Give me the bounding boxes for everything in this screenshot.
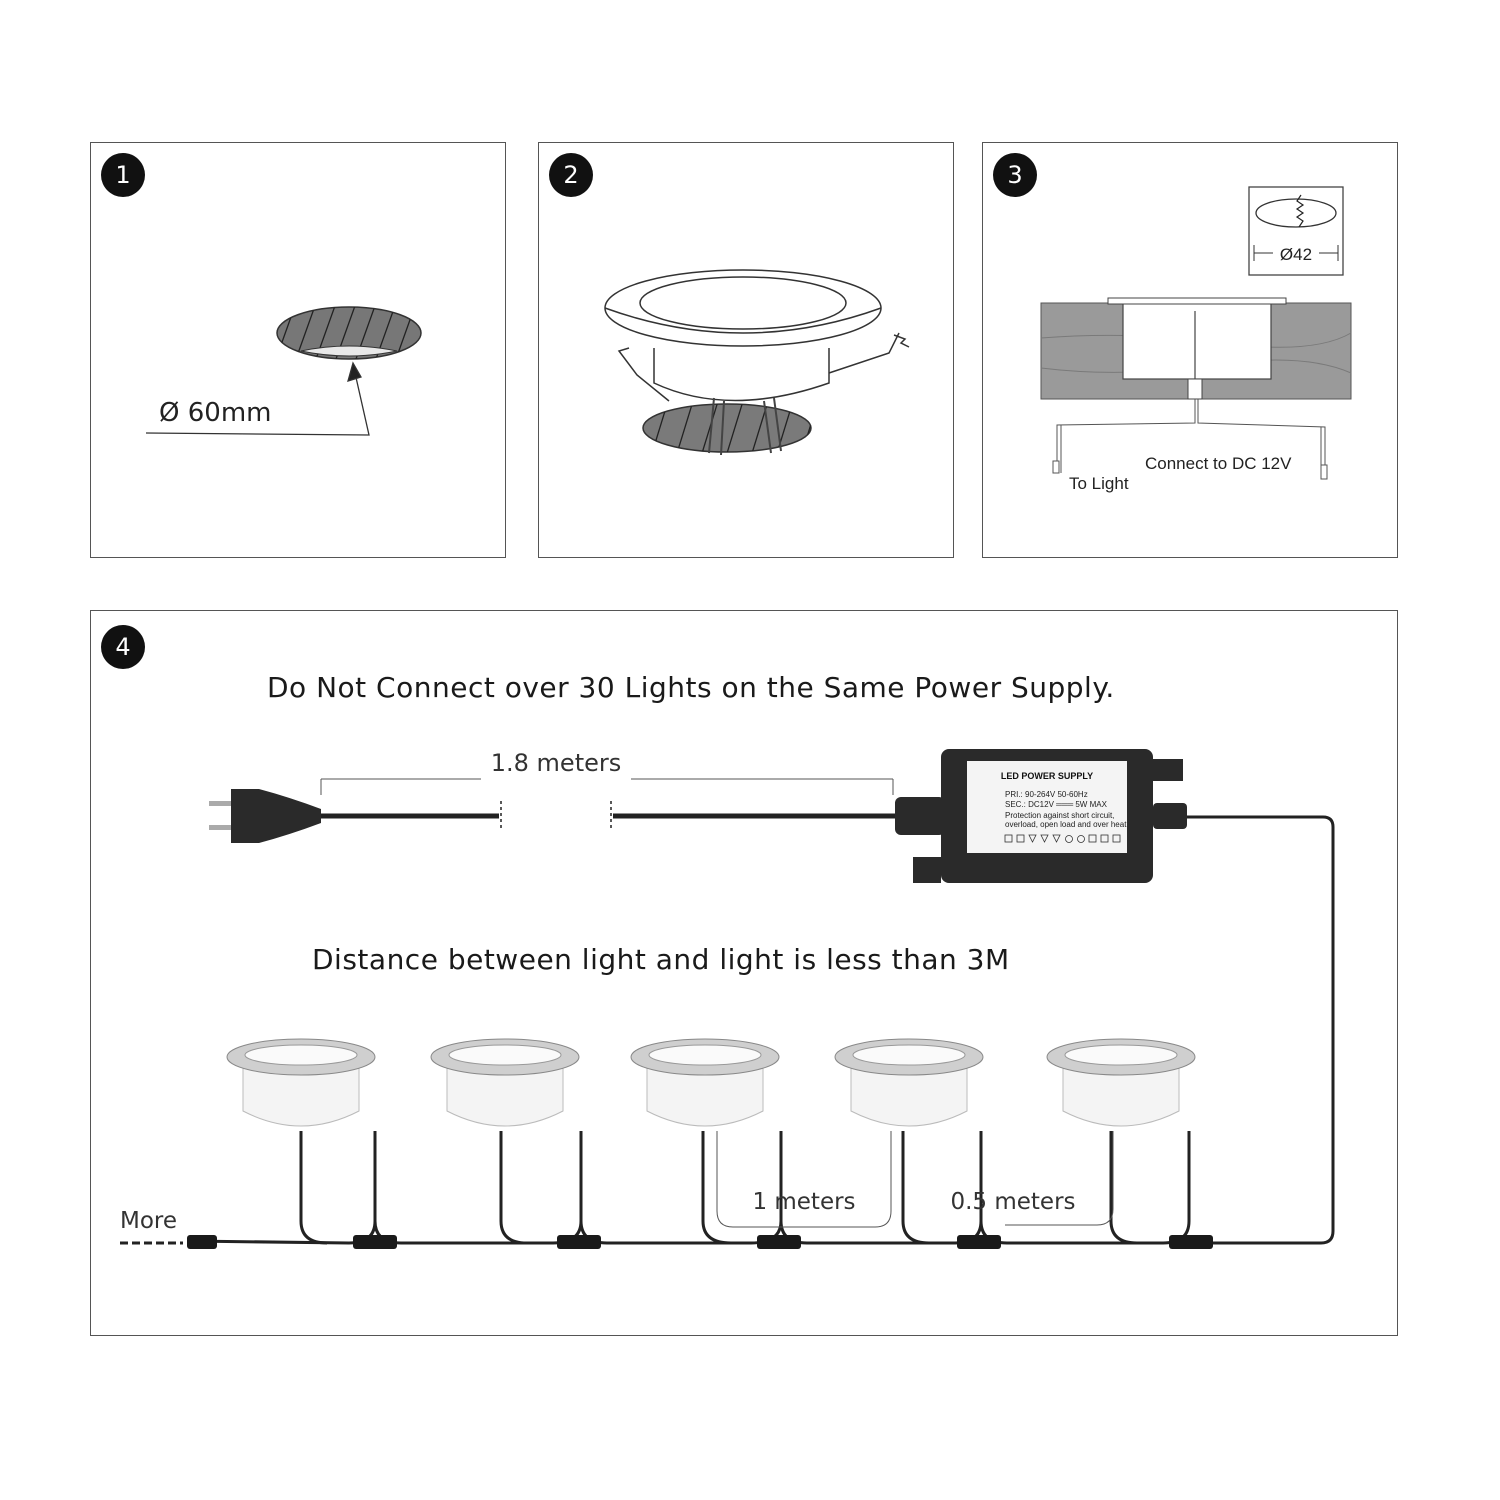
to-light-label: To Light bbox=[1069, 474, 1129, 493]
max-lights-heading: Do Not Connect over 30 Lights on the Sam… bbox=[267, 671, 1115, 704]
led-fixture-3 bbox=[630, 1038, 780, 1127]
psu-primary-spec: PRI.: 90-264V 50-60Hz bbox=[1005, 790, 1088, 799]
led-fixture-5 bbox=[1046, 1038, 1196, 1127]
diameter-label: Ø 60mm bbox=[159, 398, 271, 428]
led-fixture-2 bbox=[430, 1038, 580, 1127]
mounting-hole bbox=[642, 403, 812, 453]
step-2-panel: 2 bbox=[538, 142, 954, 558]
step-1-panel: 1 Ø 60mm bbox=[90, 142, 506, 558]
spacing-bracket-0-5m bbox=[1005, 1131, 1114, 1226]
wiring-lines bbox=[1052, 399, 1328, 480]
step-4-badge: 4 bbox=[101, 625, 145, 669]
step-4-panel: 4 Do Not Connect over 30 Lights on the S… bbox=[90, 610, 1398, 1336]
psu-protection-line-1: Protection against short circuit, bbox=[1005, 811, 1114, 820]
led-power-supply: LED POWER SUPPLY PRI.: 90-264V 50-60Hz S… bbox=[895, 749, 1187, 883]
recessed-light-fixture bbox=[604, 269, 910, 456]
more-label: More bbox=[120, 1208, 177, 1234]
spacing-0-5m-label: 0.5 meters bbox=[950, 1189, 1075, 1215]
cable-connectors bbox=[187, 1235, 1213, 1249]
distance-note: Distance between light and light is less… bbox=[312, 943, 1010, 976]
step-1-badge: 1 bbox=[101, 153, 145, 197]
psu-protection-line-2: overload, open load and over heat bbox=[1005, 820, 1127, 829]
drill-hole-60mm bbox=[276, 306, 422, 360]
step-4-wiring-diagram: Do Not Connect over 30 Lights on the Sam… bbox=[120, 671, 1335, 1249]
hole-detail-inset: Ø42 bbox=[1248, 186, 1344, 276]
output-cable bbox=[1187, 815, 1335, 1245]
step-2-badge: 2 bbox=[549, 153, 593, 197]
spacing-bracket-1m bbox=[716, 1131, 892, 1228]
deck-cross-section bbox=[1040, 297, 1352, 400]
psu-secondary-spec: SEC.: DC12V ═══ 5W MAX bbox=[1005, 800, 1108, 809]
connect-dc-label: Connect to DC 12V bbox=[1145, 454, 1292, 473]
led-fixture-1 bbox=[226, 1038, 376, 1127]
step-3-panel: 3 Ø42 To Light Conne bbox=[982, 142, 1398, 558]
step-3-drawing: Ø42 To Light Connect to DC 12V bbox=[1040, 186, 1352, 493]
step-1-drawing: Ø 60mm bbox=[145, 306, 422, 436]
psu-certification-icons bbox=[1004, 834, 1121, 843]
spacing-1m-label: 1 meters bbox=[752, 1189, 855, 1215]
diameter-leader bbox=[145, 361, 370, 436]
step-2-drawing bbox=[604, 269, 910, 456]
hole-diameter-label: Ø42 bbox=[1280, 245, 1312, 264]
step-3-badge: 3 bbox=[993, 153, 1037, 197]
light-chain bbox=[188, 1131, 1191, 1245]
cord-length-label: 1.8 meters bbox=[491, 749, 622, 777]
cord-break-marks bbox=[500, 801, 612, 831]
psu-title: LED POWER SUPPLY bbox=[1001, 771, 1093, 781]
eu-plug bbox=[209, 789, 321, 843]
led-fixture-4 bbox=[834, 1038, 984, 1127]
